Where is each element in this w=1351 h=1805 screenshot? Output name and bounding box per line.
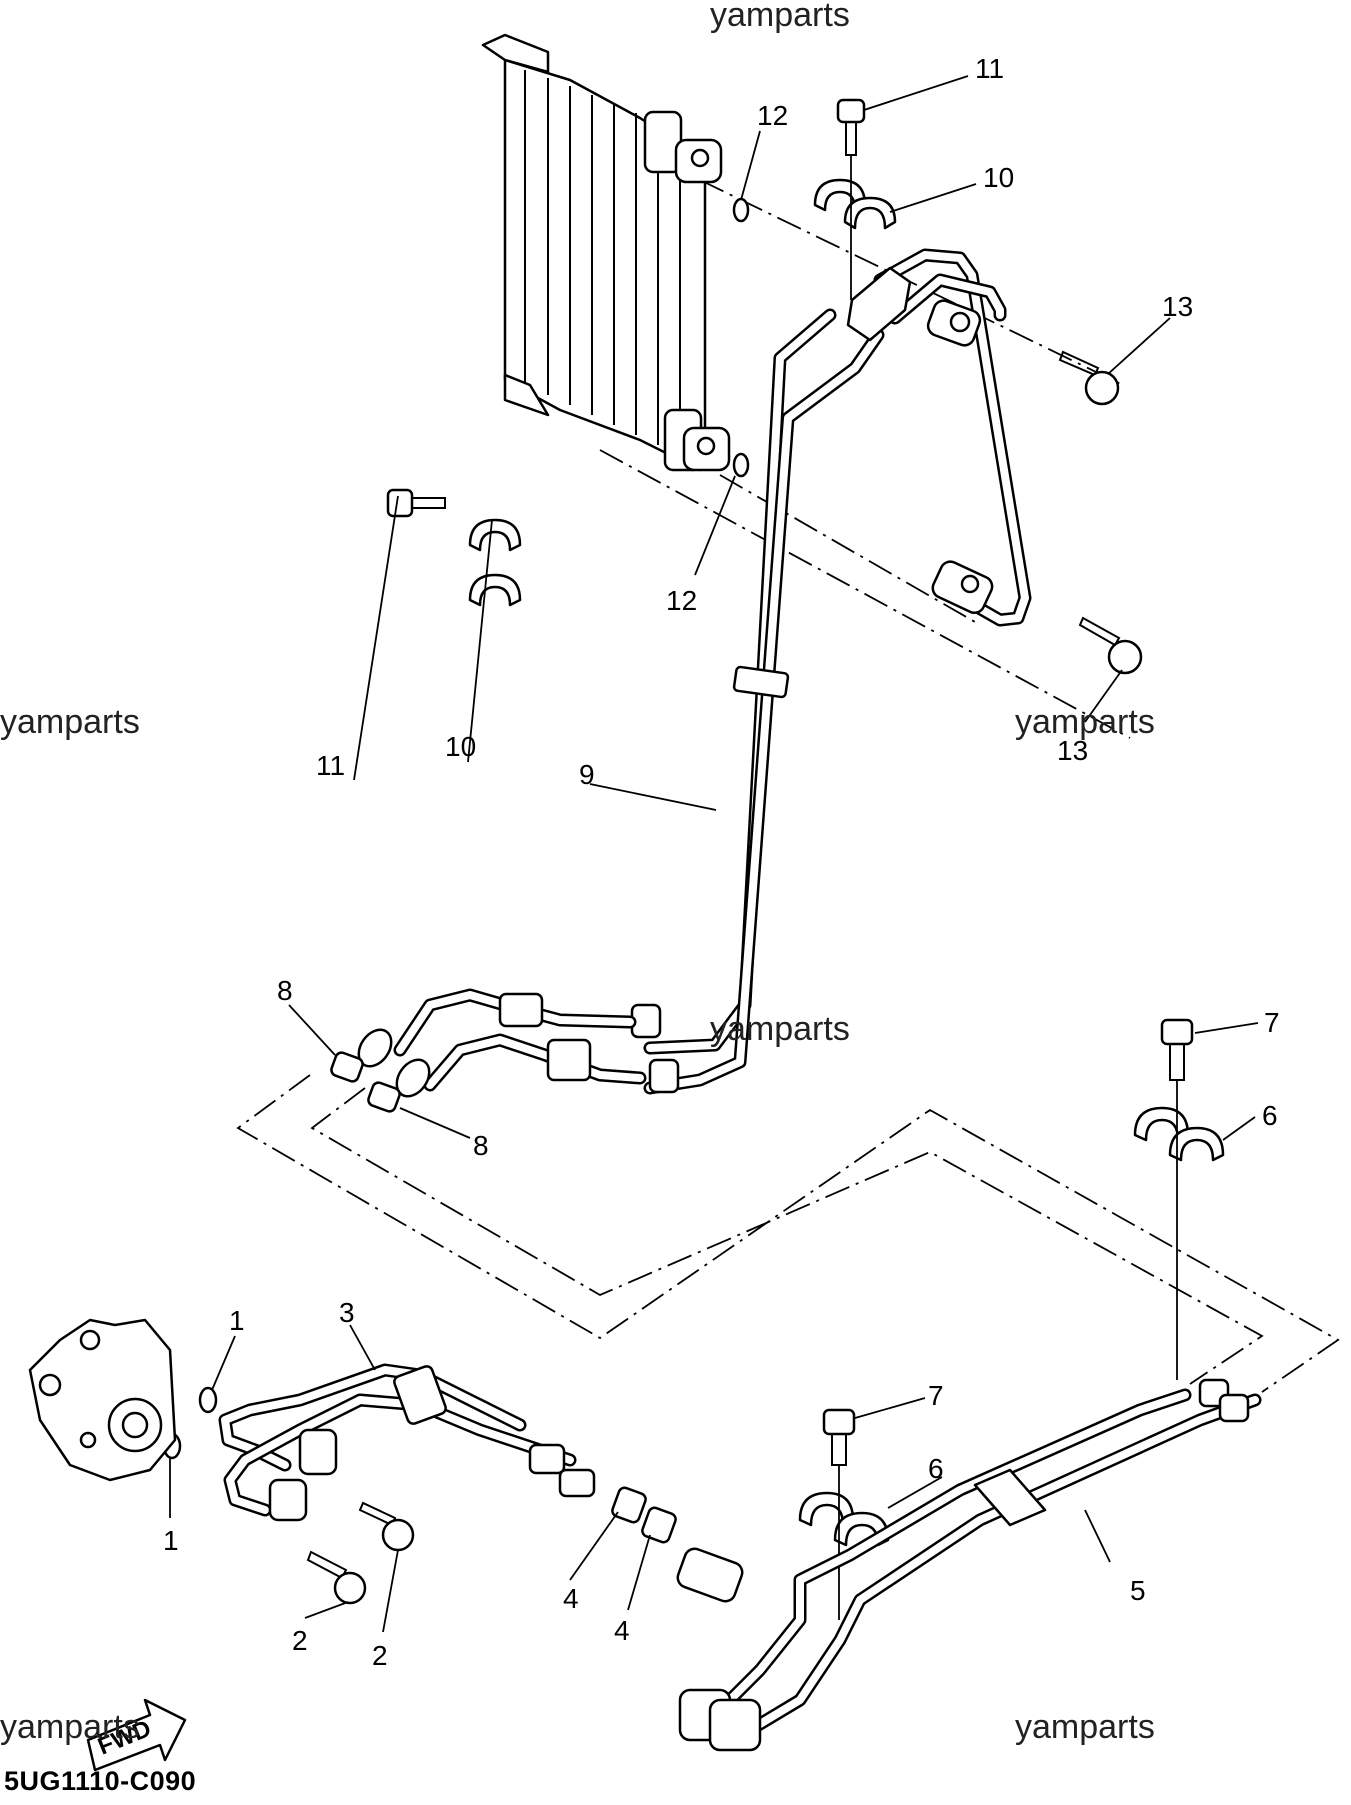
diagram-code: 5UG1110-C090 — [4, 1766, 197, 1796]
callout-1: 1 — [163, 1525, 179, 1556]
callout-4: 4 — [563, 1583, 579, 1614]
oil-cooler — [481, 33, 731, 472]
callout-4: 4 — [614, 1615, 630, 1646]
callout-6: 6 — [1262, 1100, 1278, 1131]
callout-1: 1 — [229, 1305, 245, 1336]
callout-2: 2 — [372, 1640, 388, 1671]
unions-8 — [330, 1051, 401, 1113]
bolt-7-center — [822, 1408, 856, 1620]
callout-8: 8 — [277, 975, 293, 1006]
callout-6: 6 — [928, 1453, 944, 1484]
callout-12: 12 — [666, 585, 697, 616]
watermark: yamparts — [0, 1708, 140, 1746]
watermark: yamparts — [710, 0, 850, 34]
leader-lines — [169, 75, 1259, 1633]
oil-pipe-9 — [357, 248, 1032, 1098]
callout-9: 9 — [579, 759, 595, 790]
clamp-upper — [813, 178, 897, 230]
bolt-13-lower — [1078, 616, 1143, 675]
unions-4 — [611, 1486, 677, 1544]
callout-13: 13 — [1162, 291, 1193, 322]
callout-10: 10 — [983, 162, 1014, 193]
callout-12: 12 — [757, 100, 788, 131]
callout-11: 11 — [316, 750, 345, 781]
bolt-2-a — [358, 1501, 415, 1552]
watermark: yamparts — [0, 703, 140, 741]
oil-pump-housing — [28, 1318, 177, 1482]
callout-10: 10 — [445, 731, 476, 762]
callout-8: 8 — [473, 1130, 489, 1161]
callout-3: 3 — [339, 1297, 355, 1328]
bolt-7-right — [1160, 1018, 1194, 1380]
watermark: yamparts — [710, 1010, 850, 1048]
bolt-11-middle — [386, 488, 446, 518]
callout-labels: 11 12 10 13 12 13 9 11 10 8 8 7 6 1 1 3 … — [163, 53, 1280, 1671]
callout-11: 11 — [975, 53, 1004, 84]
bolt-2-b — [306, 1550, 367, 1605]
fwd-arrow: FWD — [86, 1698, 187, 1772]
callout-5: 5 — [1130, 1575, 1146, 1606]
watermark: yamparts — [1015, 703, 1155, 741]
oil-pipe-5 — [676, 1378, 1262, 1752]
assembly-outline — [236, 179, 1340, 1393]
callout-13: 13 — [1057, 735, 1088, 766]
callout-2: 2 — [292, 1625, 308, 1656]
oil-pipe-3 — [218, 1363, 596, 1522]
watermark: yamparts — [1015, 1708, 1155, 1746]
bolt-11-upper — [836, 98, 866, 300]
callout-7: 7 — [928, 1380, 944, 1411]
bolt-13-upper — [1058, 350, 1120, 406]
clamp-middle — [468, 518, 522, 607]
clamp-lower-right — [1133, 1106, 1225, 1162]
callout-7: 7 — [1264, 1007, 1280, 1038]
